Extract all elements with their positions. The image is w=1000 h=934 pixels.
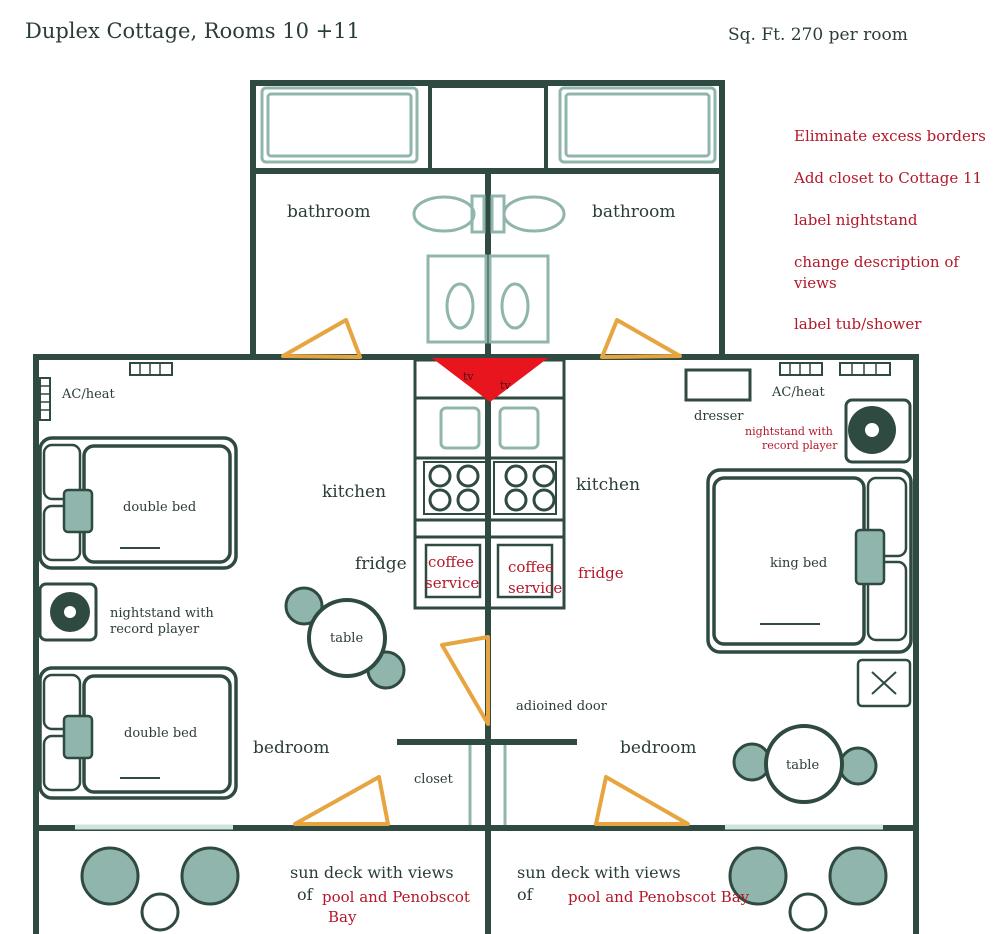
- right-ac-label: AC/heat: [771, 385, 826, 400]
- right-king-bed: [706, 468, 913, 654]
- right-nightstand-label-2: record player: [762, 439, 838, 452]
- right-dresser-label: dresser: [694, 409, 744, 424]
- right-kitchen-label: kitchen: [576, 475, 640, 495]
- right-dresser: [684, 368, 752, 402]
- left-coffee-label-2: service: [425, 574, 479, 592]
- left-table-label: table: [330, 631, 363, 646]
- left-ac-unit: [39, 362, 173, 421]
- square-footage: Sq. Ft. 270 per room: [728, 25, 908, 45]
- left-bedroom-label: bedroom: [253, 738, 330, 758]
- right-deck-views: pool and Penobscot Bay: [568, 888, 750, 906]
- left-fridge-label: fridge: [355, 554, 407, 574]
- left-nightstand-label-1: nightstand with: [110, 606, 214, 621]
- left-deck-chairs: [80, 846, 240, 932]
- right-deck-chairs: [728, 846, 888, 932]
- right-nightstand: [844, 398, 912, 464]
- right-coffee-label-1: coffee: [508, 558, 554, 576]
- left-tv-label: tv: [463, 370, 474, 383]
- right-ceiling-fan: [856, 658, 912, 708]
- left-double-bed-1: [38, 436, 238, 570]
- left-nightstand: [38, 582, 98, 642]
- bathroom-fixtures: [260, 84, 717, 344]
- right-bedroom-label: bedroom: [620, 738, 697, 758]
- note-item: views: [793, 274, 837, 292]
- right-nightstand-label-1: nightstand with: [745, 425, 833, 438]
- right-deck-label: sun deck with views: [517, 863, 681, 882]
- note-item: Eliminate excess borders: [794, 127, 986, 145]
- left-deck-views-1: pool and Penobscot: [322, 888, 470, 906]
- left-bathroom-label: bathroom: [287, 202, 371, 222]
- left-table: [284, 586, 406, 690]
- right-deck-of: of: [517, 885, 534, 904]
- left-bed-1-label: double bed: [123, 500, 196, 515]
- left-deck-of: of: [297, 885, 314, 904]
- left-double-bed-2: [38, 666, 238, 800]
- left-coffee-label-1: coffee: [428, 553, 474, 571]
- right-table-label: table: [786, 758, 819, 773]
- right-coffee-label-2: service: [508, 579, 562, 597]
- right-bed-label: king bed: [770, 556, 827, 571]
- left-nightstand-label-2: record player: [110, 622, 200, 637]
- note-item: Add closet to Cottage 11: [793, 169, 982, 187]
- right-ac-unit: [779, 362, 891, 376]
- closet-label: closet: [414, 772, 454, 787]
- right-bathroom-label: bathroom: [592, 202, 676, 222]
- left-ac-label: AC/heat: [61, 387, 116, 402]
- left-bed-2-label: double bed: [124, 726, 197, 741]
- kitchen-appliances: [423, 406, 557, 599]
- tv-marker: [432, 358, 548, 402]
- note-item: label tub/shower: [794, 315, 922, 333]
- revision-notes: Eliminate excess borders Add closet to C…: [793, 127, 986, 333]
- note-item: label nightstand: [794, 211, 918, 229]
- left-deck-label: sun deck with views: [290, 863, 454, 882]
- right-table: [732, 724, 878, 804]
- plan-title: Duplex Cottage, Rooms 10 +11: [25, 19, 360, 43]
- left-kitchen-label: kitchen: [322, 482, 386, 502]
- right-fridge-label: fridge: [578, 564, 624, 582]
- adjoined-door-label: adioined door: [516, 699, 608, 714]
- note-item: change description of: [794, 253, 960, 271]
- right-tv-label: tv: [500, 379, 511, 392]
- left-deck-views-2: Bay: [328, 908, 357, 926]
- door-swings: [281, 318, 690, 826]
